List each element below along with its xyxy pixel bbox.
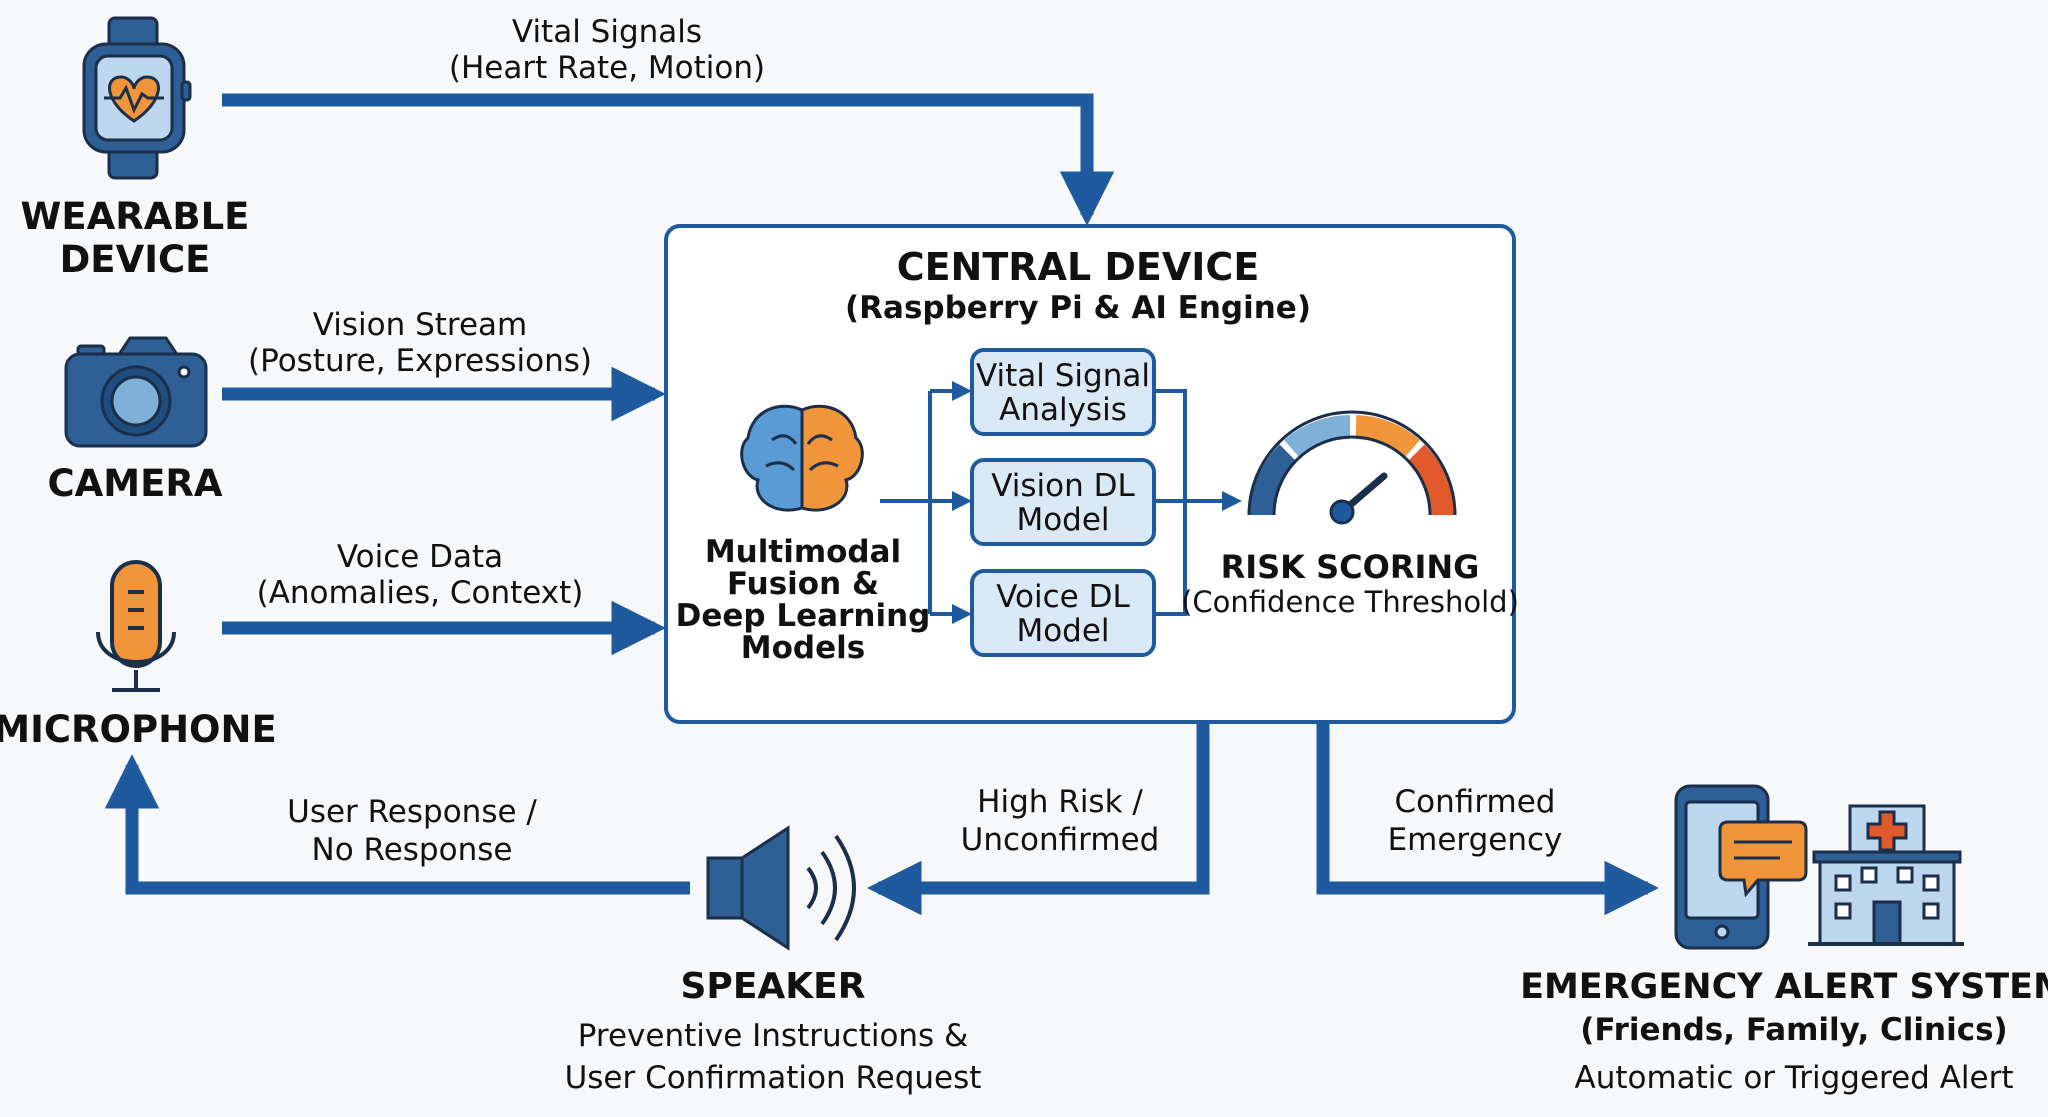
hospital-icon [1808, 804, 1964, 946]
fusion-line1: Multimodal [705, 534, 901, 570]
vital-signals-arrow [222, 93, 1115, 226]
user-response-label-line1: User Response / [287, 794, 537, 830]
model-voice-line2: Model [1016, 613, 1109, 649]
vision-label-line2: (Posture, Expressions) [248, 343, 592, 379]
model-vital-line2: Analysis [999, 392, 1127, 428]
central-subtitle: (Raspberry Pi & AI Engine) [845, 290, 1311, 326]
user-response-label-line2: No Response [312, 832, 513, 868]
camera-label: CAMERA [47, 462, 222, 505]
alert-subtitle: (Friends, Family, Clinics) [1580, 1012, 2007, 1048]
alert-line3: Automatic or Triggered Alert [1574, 1060, 2013, 1096]
vital-label-line1: Vital Signals [512, 14, 702, 50]
confirmed-label-line1: Confirmed [1395, 784, 1556, 820]
wearable-label-line2: DEVICE [60, 238, 211, 281]
speaker-title: SPEAKER [681, 966, 866, 1007]
model-vision-line1: Vision DL [991, 468, 1135, 504]
central-title: CENTRAL DEVICE [897, 245, 1260, 289]
user-response-arrow [104, 754, 690, 895]
brain-icon [740, 404, 864, 512]
high-risk-arrow [867, 720, 1210, 916]
model-voice-line1: Voice DL [996, 579, 1130, 615]
confirmed-emergency-arrow [1316, 720, 1659, 916]
fusion-line3: Deep Learning [676, 598, 931, 634]
risk-subtitle: (Confidence Threshold) [1181, 585, 1519, 619]
high-risk-label-line2: Unconfirmed [961, 822, 1160, 858]
vision-label-line1: Vision Stream [313, 307, 528, 343]
model-box-vision: Vision DL Model [970, 458, 1156, 546]
fusion-line2: Fusion & [727, 566, 879, 602]
model-vision-line2: Model [1016, 502, 1109, 538]
risk-title: RISK SCORING [1221, 548, 1480, 586]
fusion-line4: Models [741, 630, 865, 666]
confirmed-label-line2: Emergency [1388, 822, 1563, 858]
microphone-label: MICROPHONE [0, 708, 277, 751]
model-box-voice: Voice DL Model [970, 569, 1156, 657]
model-box-vital: Vital Signal Analysis [970, 348, 1156, 436]
wearable-label-line1: WEARABLE [21, 195, 250, 238]
voice-label-line1: Voice Data [337, 539, 503, 575]
high-risk-label-line1: High Risk / [977, 784, 1143, 820]
model-vital-line1: Vital Signal [976, 358, 1150, 394]
vital-label-line2: (Heart Rate, Motion) [449, 50, 765, 86]
microphone-icon [96, 560, 176, 692]
speaker-line1: Preventive Instructions & [578, 1018, 968, 1054]
camera-icon [64, 336, 208, 448]
chat-bubble-icon [1718, 820, 1808, 898]
voice-label-line2: (Anomalies, Context) [257, 575, 584, 611]
gauge-icon [1247, 410, 1457, 525]
smartwatch-icon [82, 16, 192, 180]
speaker-icon [706, 825, 856, 951]
speaker-line2: User Confirmation Request [565, 1060, 982, 1096]
alert-title: EMERGENCY ALERT SYSTEM [1520, 967, 2048, 1007]
